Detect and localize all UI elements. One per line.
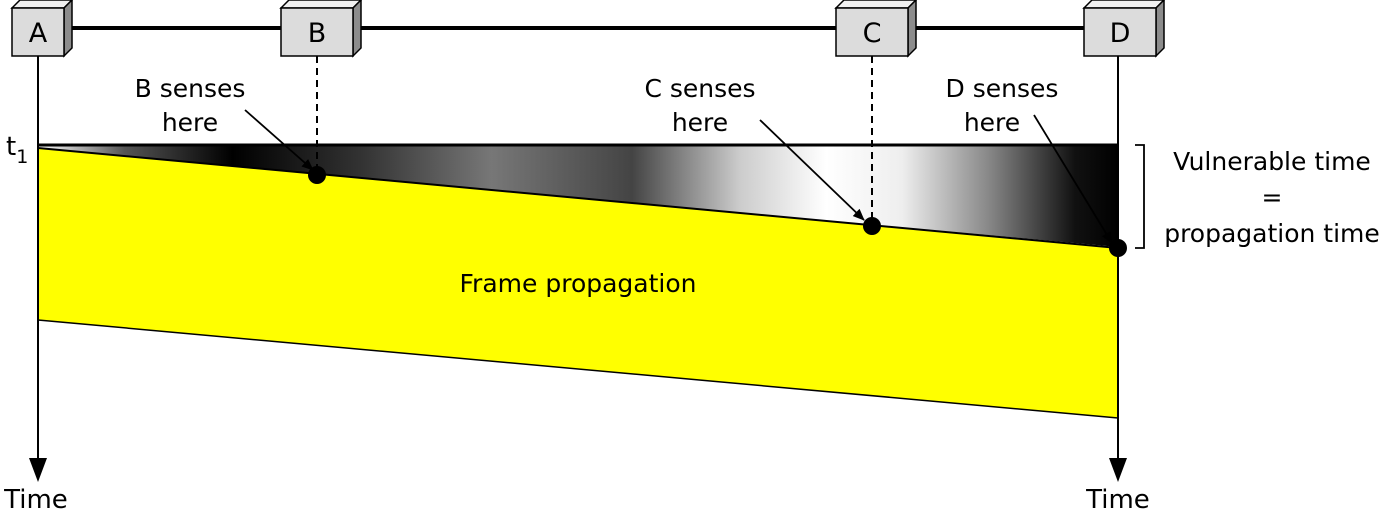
c-senses-line1: C senses [644, 74, 755, 103]
station-c-label: C [863, 18, 882, 49]
b-senses-line2: here [162, 108, 218, 137]
t1-subscript: 1 [16, 146, 28, 168]
time-axis-a-arrow [29, 458, 47, 482]
b-senses-arrow [244, 109, 314, 171]
frame-top-edge [37, 147, 1119, 249]
d-sense-point [1109, 239, 1127, 257]
vulnerable-line3: propagation time [1164, 219, 1380, 248]
station-d: D [1082, 0, 1166, 58]
c-sense-point [863, 217, 881, 235]
station-b-label: B [308, 18, 327, 49]
b-senses-line1: B senses [135, 74, 246, 103]
frame-propagation-label: Frame propagation [460, 269, 697, 298]
vulnerable-line2: = [1262, 183, 1283, 212]
d-senses-line1: D senses [946, 74, 1059, 103]
time-axis-d-arrow [1109, 458, 1127, 482]
time-label-left: Time [3, 485, 68, 515]
b-sense-point [308, 166, 326, 184]
time-label-right: Time [1085, 485, 1150, 515]
frame-propagation-region [38, 148, 1118, 418]
vulnerable-bracket [1135, 144, 1145, 249]
station-a: A [10, 0, 74, 58]
vulnerable-line1: Vulnerable time [1173, 147, 1371, 176]
c-senses-arrow [759, 119, 865, 221]
station-b: B [279, 0, 363, 58]
station-d-label: D [1110, 18, 1131, 49]
d-senses-arrow [1033, 114, 1113, 244]
t1-label: t1 [6, 132, 28, 168]
c-senses-line2: here [672, 108, 728, 137]
frame-bottom-edge [37, 319, 1119, 419]
station-c: C [834, 0, 918, 58]
station-a-label: A [29, 18, 48, 49]
d-senses-line2: here [964, 108, 1020, 137]
